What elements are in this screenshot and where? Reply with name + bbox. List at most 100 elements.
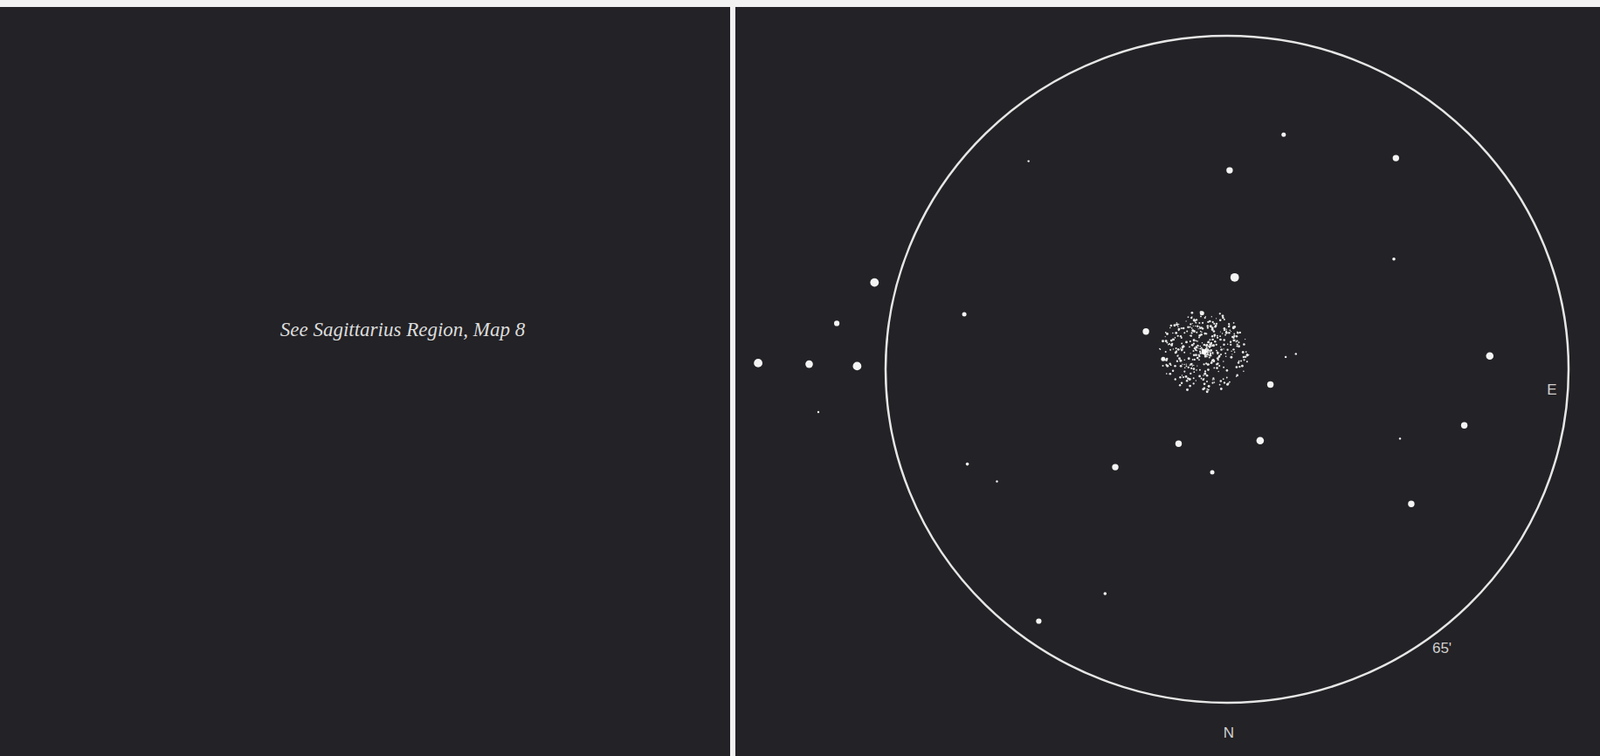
cluster-star bbox=[1215, 350, 1217, 352]
cluster-star bbox=[1232, 326, 1235, 330]
cluster-star bbox=[1177, 335, 1180, 338]
cluster-star bbox=[1200, 331, 1203, 334]
cluster-star bbox=[1188, 345, 1191, 348]
cluster-star bbox=[1219, 312, 1221, 315]
cluster-star bbox=[1208, 345, 1211, 348]
cluster-star bbox=[1238, 365, 1241, 368]
star bbox=[1267, 381, 1274, 388]
cluster-star bbox=[1193, 382, 1195, 385]
cluster-star bbox=[1222, 366, 1225, 369]
cluster-star bbox=[1159, 348, 1161, 350]
cluster-star bbox=[1193, 338, 1196, 342]
cluster-star bbox=[1208, 343, 1212, 346]
cluster-star bbox=[1178, 349, 1180, 352]
star bbox=[1461, 422, 1468, 429]
cluster-star bbox=[1183, 371, 1186, 373]
cluster-star bbox=[1200, 345, 1202, 348]
star bbox=[1027, 159, 1030, 162]
cluster-star bbox=[1212, 344, 1214, 347]
cluster-star bbox=[1203, 372, 1207, 376]
cluster-star bbox=[1221, 332, 1223, 334]
cluster-star bbox=[1223, 318, 1226, 321]
cluster-star bbox=[1178, 328, 1181, 332]
cluster-star bbox=[1190, 335, 1193, 338]
star bbox=[1111, 463, 1118, 470]
cluster-star bbox=[1181, 374, 1183, 376]
cluster-star bbox=[1186, 330, 1188, 332]
cluster-star bbox=[1235, 365, 1239, 369]
cluster-star bbox=[1207, 364, 1210, 366]
cluster-star bbox=[1190, 317, 1193, 319]
cluster-star bbox=[1178, 357, 1181, 360]
cluster-star bbox=[1189, 365, 1191, 366]
cluster-star bbox=[1179, 384, 1181, 387]
cluster-star bbox=[1216, 362, 1219, 365]
cluster-star bbox=[1212, 338, 1214, 341]
cluster-star bbox=[1239, 331, 1242, 334]
cluster-star bbox=[1193, 325, 1194, 327]
cluster-star bbox=[1172, 324, 1176, 327]
star bbox=[1200, 310, 1205, 316]
cluster-star bbox=[1194, 353, 1198, 357]
cluster-star bbox=[1201, 342, 1203, 344]
star bbox=[853, 362, 863, 372]
cluster-star bbox=[1208, 357, 1211, 359]
star bbox=[962, 311, 967, 317]
cluster-star bbox=[1172, 337, 1175, 341]
cluster-star bbox=[1198, 322, 1200, 325]
cluster-star bbox=[1201, 387, 1205, 391]
star bbox=[869, 278, 879, 288]
cluster-star bbox=[1218, 355, 1221, 358]
cluster-star bbox=[1210, 361, 1214, 365]
cluster-star bbox=[1206, 324, 1209, 328]
cluster-star bbox=[1193, 371, 1195, 373]
cluster-star bbox=[1193, 367, 1196, 371]
cluster-star bbox=[1193, 350, 1195, 352]
star bbox=[1393, 154, 1400, 161]
star bbox=[1399, 437, 1401, 440]
cluster-star bbox=[1193, 359, 1195, 361]
cluster-star bbox=[1170, 324, 1173, 328]
cluster-star bbox=[1162, 365, 1165, 367]
star bbox=[1226, 166, 1233, 173]
cluster-star bbox=[1208, 345, 1212, 349]
cluster-star bbox=[1196, 325, 1199, 328]
cluster-star bbox=[1218, 365, 1221, 367]
cluster-star bbox=[1206, 368, 1210, 372]
cluster-star bbox=[1235, 374, 1239, 378]
cluster-star bbox=[1223, 381, 1226, 384]
cluster-star bbox=[1220, 346, 1221, 348]
cluster-star bbox=[1179, 376, 1181, 379]
cluster-star bbox=[1206, 351, 1208, 353]
cluster-star bbox=[1186, 364, 1187, 366]
cluster-star bbox=[1222, 348, 1224, 350]
cluster-star bbox=[1182, 327, 1186, 331]
cluster-star bbox=[1178, 329, 1180, 332]
cluster-star bbox=[1222, 343, 1225, 345]
star bbox=[817, 411, 820, 414]
cluster-star bbox=[1242, 371, 1245, 373]
cluster-star bbox=[1214, 324, 1218, 328]
cluster-star bbox=[1225, 331, 1228, 335]
cluster-star bbox=[1191, 367, 1193, 369]
cluster-star bbox=[1168, 363, 1172, 366]
star bbox=[1175, 441, 1182, 448]
cluster-star bbox=[1191, 331, 1194, 334]
cluster-star bbox=[1222, 360, 1224, 362]
cluster-star bbox=[1189, 372, 1192, 375]
cluster-star bbox=[1228, 324, 1231, 327]
cluster-star bbox=[1212, 344, 1215, 347]
cluster-star bbox=[1206, 353, 1208, 356]
cluster-star bbox=[1179, 359, 1182, 363]
cluster-star bbox=[1165, 358, 1168, 362]
cluster-star bbox=[1236, 343, 1239, 345]
cluster-star bbox=[1204, 355, 1207, 358]
cluster-star bbox=[1165, 351, 1167, 353]
cluster-star bbox=[1184, 366, 1187, 369]
cluster-star bbox=[1241, 365, 1244, 368]
cluster-star bbox=[1206, 326, 1209, 329]
cluster-star bbox=[1198, 355, 1200, 358]
cluster-star bbox=[1203, 382, 1207, 386]
cluster-core bbox=[1201, 349, 1207, 355]
cluster-star bbox=[1179, 365, 1183, 368]
